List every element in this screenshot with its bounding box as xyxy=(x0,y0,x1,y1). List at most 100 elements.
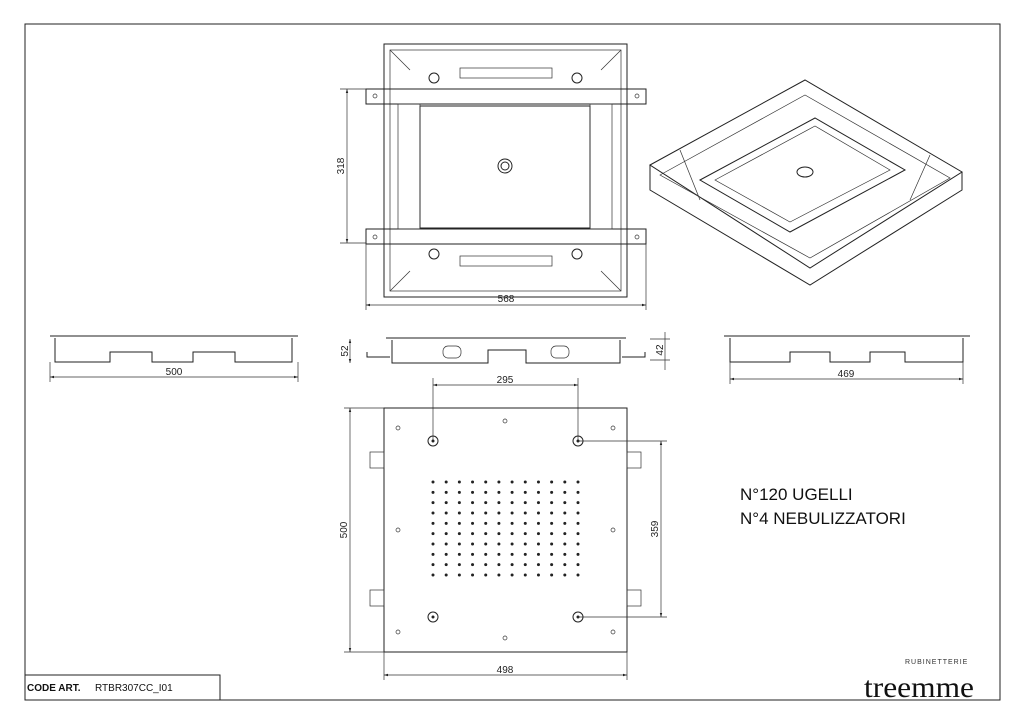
dimension-label: 318 xyxy=(336,157,347,174)
dimension-top-height: 318 xyxy=(336,88,366,244)
nozzle xyxy=(576,501,580,505)
dimension-label: 568 xyxy=(498,294,515,305)
nozzle xyxy=(457,480,461,484)
nozzle xyxy=(576,542,580,546)
dimension-nebulizer-span-vertical: 359 xyxy=(578,440,667,618)
nozzle xyxy=(536,521,540,525)
nozzle xyxy=(484,542,488,546)
nozzle xyxy=(484,552,488,556)
nozzle xyxy=(497,542,501,546)
side-view-middle: 52 42 xyxy=(340,332,670,370)
nozzle xyxy=(431,563,435,567)
nozzle xyxy=(497,532,501,536)
nozzle xyxy=(510,532,514,536)
nozzle xyxy=(510,490,514,494)
nozzle xyxy=(550,563,554,567)
nozzle xyxy=(523,511,527,515)
nozzle xyxy=(576,552,580,556)
nozzle xyxy=(563,501,567,505)
nozzle xyxy=(576,490,580,494)
nozzle xyxy=(431,521,435,525)
nozzle xyxy=(444,563,448,567)
nozzle xyxy=(471,532,475,536)
nozzle xyxy=(484,501,488,505)
nozzle xyxy=(457,490,461,494)
nozzle xyxy=(523,480,527,484)
nozzle xyxy=(523,552,527,556)
nozzle xyxy=(444,521,448,525)
title-block xyxy=(24,674,221,701)
nozzle xyxy=(536,573,540,577)
nozzle xyxy=(576,511,580,515)
dimension-bottom-width: 498 xyxy=(383,652,628,680)
nozzle xyxy=(497,511,501,515)
nozzle xyxy=(510,552,514,556)
nozzle xyxy=(576,532,580,536)
brand-subtitle: RUBINETTERIE xyxy=(905,659,968,666)
nozzle xyxy=(431,511,435,515)
nozzle xyxy=(536,511,540,515)
nozzle xyxy=(536,480,540,484)
dimension-label: 52 xyxy=(340,345,351,357)
nozzle xyxy=(484,532,488,536)
nozzle xyxy=(563,542,567,546)
dimension-label: 500 xyxy=(339,521,350,538)
nozzle xyxy=(471,501,475,505)
dimension-label: 42 xyxy=(655,344,666,356)
top-view xyxy=(365,43,647,298)
nozzle xyxy=(563,490,567,494)
nozzle xyxy=(484,521,488,525)
dimension-label: 469 xyxy=(838,369,855,380)
nozzle xyxy=(457,511,461,515)
nozzle xyxy=(431,480,435,484)
nozzle xyxy=(471,563,475,567)
nozzle xyxy=(523,563,527,567)
nozzle xyxy=(550,521,554,525)
nozzle xyxy=(550,480,554,484)
code-value: RTBR307CC_I01 xyxy=(95,683,173,694)
nozzle xyxy=(536,542,540,546)
nozzle-grid xyxy=(431,480,580,577)
nozzle xyxy=(471,490,475,494)
side-view-left: 500 xyxy=(49,335,299,382)
nozzle xyxy=(444,542,448,546)
nozzle xyxy=(563,511,567,515)
nozzle xyxy=(510,501,514,505)
nozzle xyxy=(510,480,514,484)
nozzle xyxy=(431,573,435,577)
nozzle xyxy=(497,480,501,484)
nozzle xyxy=(444,552,448,556)
nozzle xyxy=(550,552,554,556)
nebulizer-count-note: N°4 NEBULIZZATORI xyxy=(740,509,906,528)
nozzle xyxy=(576,573,580,577)
nozzle xyxy=(444,532,448,536)
nozzle xyxy=(484,573,488,577)
brand-logo: RUBINETTERIE treemme xyxy=(864,659,974,704)
nozzle xyxy=(471,573,475,577)
side-view-right: 469 xyxy=(724,335,970,384)
nozzle xyxy=(431,542,435,546)
nozzle xyxy=(536,532,540,536)
nozzle xyxy=(563,532,567,536)
nozzle xyxy=(457,501,461,505)
nozzle xyxy=(536,501,540,505)
nozzle xyxy=(523,521,527,525)
nozzle xyxy=(444,490,448,494)
nozzle xyxy=(444,511,448,515)
nozzle-count-note: N°120 UGELLI xyxy=(740,485,853,504)
brand-name: treemme xyxy=(864,671,974,704)
nozzle xyxy=(484,511,488,515)
nozzle xyxy=(536,552,540,556)
nozzle xyxy=(457,563,461,567)
nozzle xyxy=(471,542,475,546)
nozzle xyxy=(550,542,554,546)
nozzle xyxy=(563,573,567,577)
nozzle xyxy=(497,573,501,577)
dimension-top-width: 568 xyxy=(365,244,647,310)
nozzle xyxy=(576,563,580,567)
nozzle xyxy=(563,521,567,525)
dimension-label: 295 xyxy=(497,375,514,386)
nozzle xyxy=(536,490,540,494)
nozzle xyxy=(497,521,501,525)
